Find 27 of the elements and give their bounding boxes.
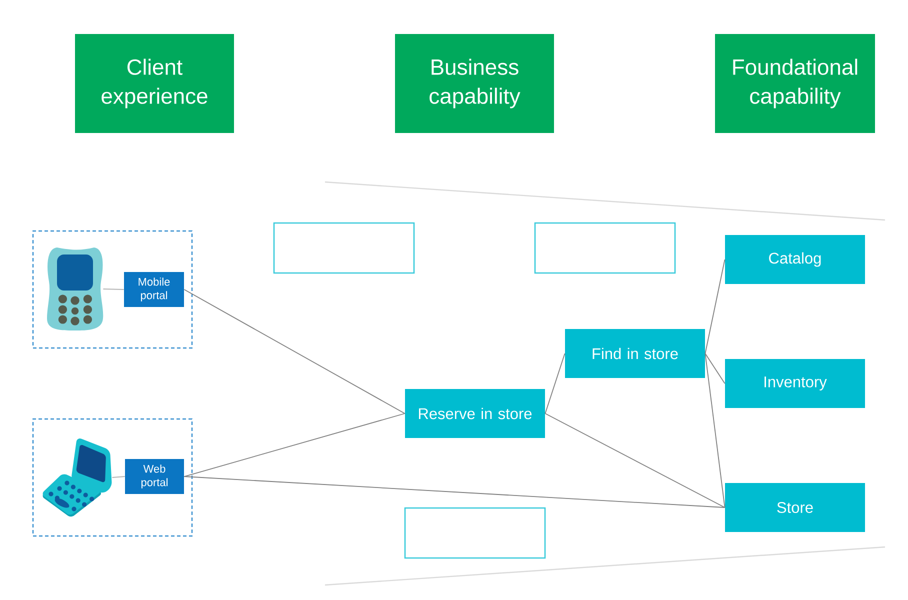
portal-box: Mobile portal xyxy=(124,272,184,307)
empty-box xyxy=(273,222,415,274)
portal-box: Web portal xyxy=(125,459,184,494)
empty-box xyxy=(534,222,676,274)
phone-picture xyxy=(47,248,104,330)
connector-line xyxy=(184,289,406,414)
dashed-frame xyxy=(32,230,192,348)
heading-box: Foundational capability xyxy=(715,34,875,133)
connector-line xyxy=(102,288,124,290)
connector-line xyxy=(704,353,726,508)
connector-line xyxy=(704,353,726,384)
connector-line xyxy=(112,476,126,478)
capability-box: Catalog xyxy=(725,235,865,284)
connector-line xyxy=(184,476,726,508)
capability-box: Inventory xyxy=(725,359,865,408)
connector-line xyxy=(544,413,726,508)
connector-line xyxy=(184,413,406,477)
heading-box: Business capability xyxy=(395,34,554,133)
capability-box: Store xyxy=(725,483,865,532)
capability-box: Reserve in store xyxy=(405,389,545,438)
capability-box: Find in store xyxy=(565,329,705,378)
empty-box xyxy=(404,507,546,559)
heading-box: Client experience xyxy=(75,34,234,133)
connector-line xyxy=(704,259,726,354)
connector-line xyxy=(544,353,566,414)
dashed-frame xyxy=(32,418,192,536)
laptop-picture xyxy=(42,438,112,517)
